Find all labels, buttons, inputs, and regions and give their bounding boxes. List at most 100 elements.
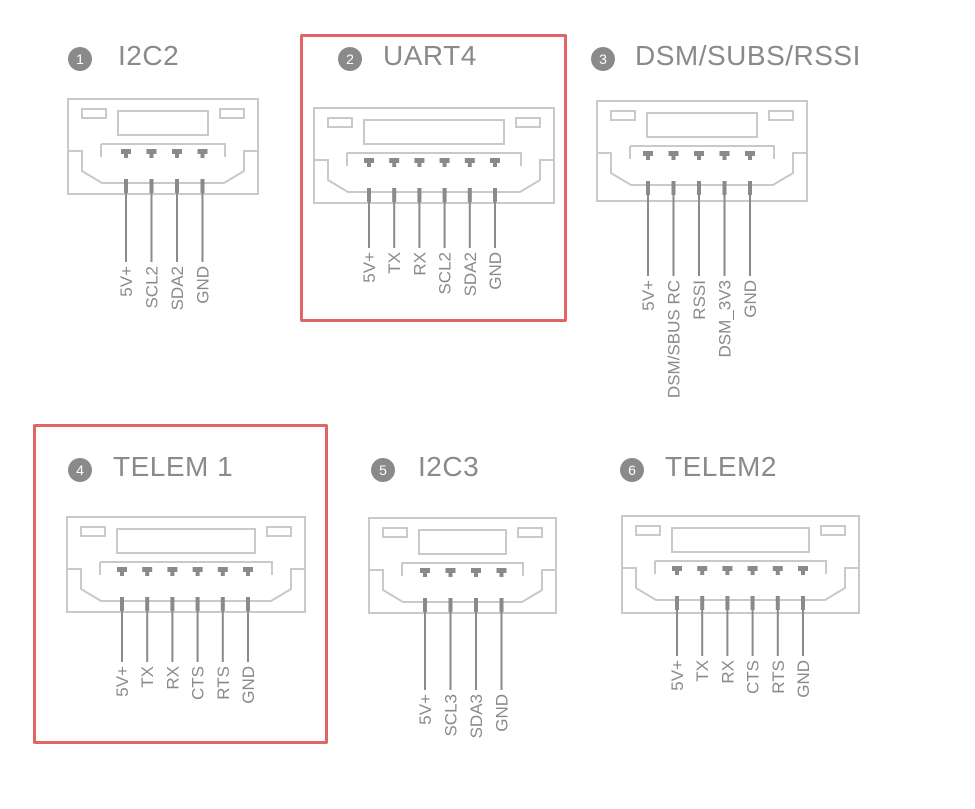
pin-contact-stem	[170, 572, 175, 576]
pin-group: RX	[163, 567, 182, 690]
pin-lead	[775, 596, 780, 610]
pin-lead	[801, 596, 805, 610]
contact-channel	[100, 561, 273, 575]
pin-group: GND	[794, 566, 813, 698]
highlight-box	[300, 34, 567, 322]
pin-lead	[493, 188, 497, 202]
pin-group: TX	[138, 567, 157, 688]
pin-contact-stem	[725, 571, 730, 575]
housing-lower-outline	[369, 569, 556, 603]
pin-group: 5V+	[117, 149, 136, 297]
pin-label: 5V+	[117, 266, 136, 297]
pin-group: RTS	[769, 566, 788, 694]
pin-contact-pad	[697, 566, 708, 571]
pin-contact-pad	[445, 568, 456, 573]
latch-tab	[81, 108, 107, 119]
pin-group: GND	[486, 158, 505, 290]
pin-lead	[700, 596, 705, 610]
pin-lead	[725, 596, 730, 610]
pin-label: DSM_3V3	[716, 280, 735, 357]
pin-label: GND	[486, 252, 505, 290]
latch-tab	[515, 117, 541, 128]
pin-contact-pad	[172, 149, 182, 154]
pin-label: DSM/SBUS RC	[665, 280, 684, 398]
pin-contact-pad	[121, 149, 131, 154]
pin-lead	[442, 188, 447, 202]
pin-lead	[499, 598, 504, 612]
pin-contact-stem	[671, 156, 676, 160]
pin-contact-stem	[175, 154, 179, 158]
connector-housing	[313, 107, 555, 204]
pin-group: SCL2	[436, 158, 455, 295]
pin-contact-stem	[200, 154, 205, 158]
pin-contact-stem	[775, 571, 780, 575]
connector-outline-group	[368, 517, 557, 614]
pin-label: SDA3	[467, 694, 486, 738]
pin-contact-stem	[423, 573, 427, 577]
pin-contact-pad	[672, 566, 682, 571]
pin-contact-stem	[499, 573, 504, 577]
key-slot	[363, 119, 505, 145]
pin-contact-pad	[439, 158, 450, 163]
connector-number-badge: 3	[591, 47, 615, 71]
connector-housing	[67, 98, 259, 195]
pin-lead	[120, 597, 124, 611]
pin-contact-pad	[798, 566, 808, 571]
connector-title: TELEM 1	[113, 451, 234, 482]
pin-group: RX	[718, 566, 737, 684]
pin-contact-pad	[464, 158, 475, 163]
pin-lead	[671, 181, 676, 195]
pin-lead	[697, 181, 701, 195]
pin-contact-pad	[117, 567, 127, 572]
pin-label: RSSI	[690, 280, 709, 320]
pin-label: RX	[718, 660, 737, 684]
contact-channel	[101, 143, 226, 157]
pin-group: RSSI	[690, 151, 709, 320]
pin-contact-pad	[414, 158, 425, 163]
pin-label: GND	[194, 266, 213, 304]
pin-group: RX	[410, 158, 429, 276]
pin-contact-stem	[750, 571, 755, 575]
housing-lower-outline	[622, 567, 859, 601]
pin-contact-pad	[217, 567, 228, 572]
pin-lead	[124, 179, 128, 193]
pin-contact-stem	[748, 156, 752, 160]
pin-label: 5V+	[113, 666, 132, 697]
pin-group: GND	[239, 567, 258, 704]
connector-title: TELEM2	[665, 451, 777, 482]
pin-label: SCL2	[436, 252, 455, 295]
highlight-box	[33, 424, 328, 744]
housing-lower-outline	[68, 150, 258, 184]
latch-tab	[768, 110, 794, 121]
pin-contact-stem	[493, 163, 497, 167]
pin-lead	[722, 181, 727, 195]
latch-tab	[327, 117, 353, 128]
pin-contact-pad	[643, 151, 653, 156]
pin-group: SDA2	[461, 158, 480, 296]
key-slot	[116, 528, 256, 554]
pin-group: GND	[493, 568, 512, 732]
key-slot	[646, 112, 758, 138]
latch-tab	[820, 525, 846, 536]
pin-contact-pad	[772, 566, 783, 571]
pin-contact-stem	[392, 163, 397, 167]
pin-group: 5V+	[113, 567, 132, 697]
pin-contact-pad	[167, 567, 178, 572]
pin-label: SDA2	[461, 252, 480, 296]
connector-housing	[621, 515, 860, 614]
connector-outline-group	[596, 100, 808, 202]
pin-group: TX	[385, 158, 404, 274]
pin-contact-stem	[417, 163, 422, 167]
connector-housing	[596, 100, 808, 202]
key-slot	[418, 529, 507, 555]
pin-label: SCL3	[442, 694, 461, 737]
pin-group: GND	[194, 149, 213, 304]
contact-channel	[347, 152, 522, 166]
contact-channel	[402, 562, 524, 576]
pin-contact-pad	[471, 568, 481, 573]
pin-label: SDA2	[168, 266, 187, 310]
pin-group: 5V+	[416, 568, 435, 725]
pin-lead	[467, 188, 472, 202]
pin-contact-pad	[389, 158, 400, 163]
latch-tab	[266, 526, 292, 537]
